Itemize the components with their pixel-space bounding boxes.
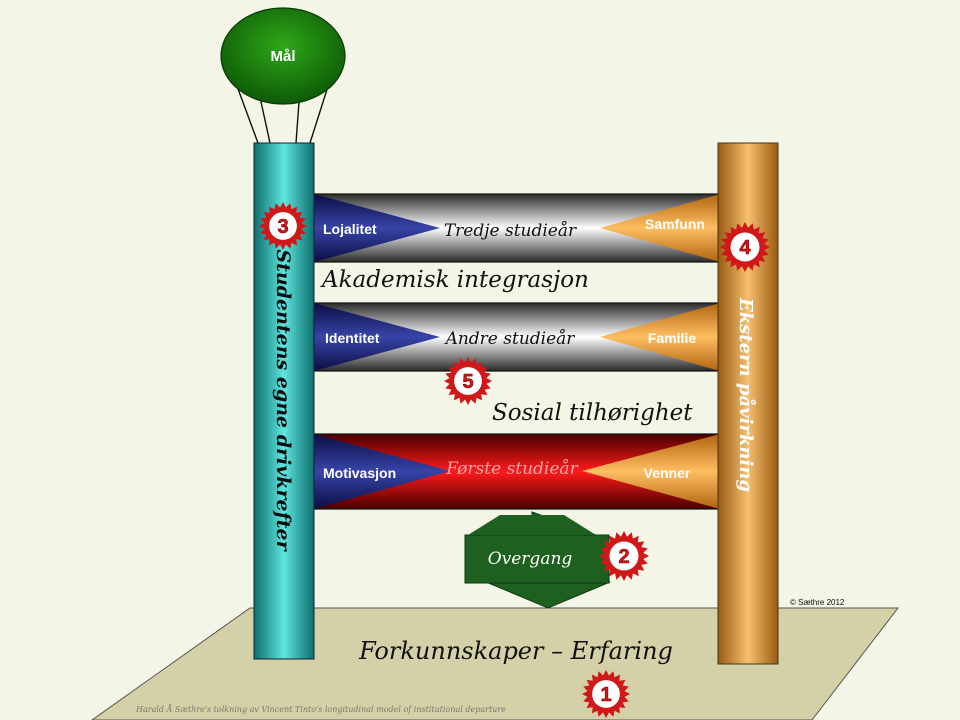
left-pillar-label: Studentens egne drivkrefter [272, 249, 294, 552]
second-year-label: Andre studieår [444, 329, 576, 349]
caption-label: Harald Å Sæthre's tolkning av Vincent Ti… [135, 705, 506, 714]
bar-second-year [313, 302, 721, 372]
foundation-label: Forkunnskaper – Erfaring [358, 637, 673, 665]
academic-integration-label: Akademisk integrasjon [320, 267, 589, 293]
left-triangle-third [314, 194, 440, 262]
badge-center [454, 367, 482, 395]
third-year-label: Tredje studieår [444, 221, 577, 241]
badge-number: 1 [600, 684, 611, 706]
society-label: Samfunn [645, 216, 705, 232]
badge-number: 5 [462, 371, 473, 393]
right-pillar-label: Ekstern påvirkning [735, 297, 758, 492]
badge-center [269, 212, 297, 240]
left-triangle-first [314, 434, 450, 509]
social-belonging-label: Sosial tilhørighet [492, 400, 693, 426]
badge-2: 2 [599, 531, 649, 581]
transition-label: Overgang [488, 549, 573, 569]
badge-number: 4 [739, 237, 751, 259]
badge-center [592, 680, 620, 708]
right-triangle-third [600, 194, 720, 262]
badge-center [609, 541, 639, 571]
transition-box [464, 534, 610, 584]
goal-label: Mål [270, 48, 295, 65]
loyalty-label: Lojalitet [323, 221, 377, 237]
badge-number: 2 [618, 546, 629, 568]
copyright-label: © Sæthre 2012 [790, 598, 845, 607]
motivation-label: Motivasjon [323, 465, 396, 481]
family-label: Familie [648, 330, 696, 346]
badge-number: 3 [277, 216, 288, 238]
transition-arrow-body [468, 515, 596, 535]
left-triangle-second [314, 303, 440, 371]
badge-3: 3 [259, 202, 307, 250]
badge-4: 4 [720, 222, 770, 272]
bar-first-year [313, 433, 721, 510]
right-triangle-second [600, 303, 720, 371]
goal-balloon [220, 7, 346, 105]
badge-5: 5 [444, 357, 492, 405]
bar-third-year [313, 193, 721, 263]
badge-1: 1 [582, 670, 630, 718]
right-triangle-first [582, 434, 720, 509]
friends-label: Venner [644, 465, 691, 481]
first-year-label: Første studieår [445, 459, 578, 479]
badge-center [730, 232, 760, 262]
identity-label: Identitet [325, 330, 380, 346]
